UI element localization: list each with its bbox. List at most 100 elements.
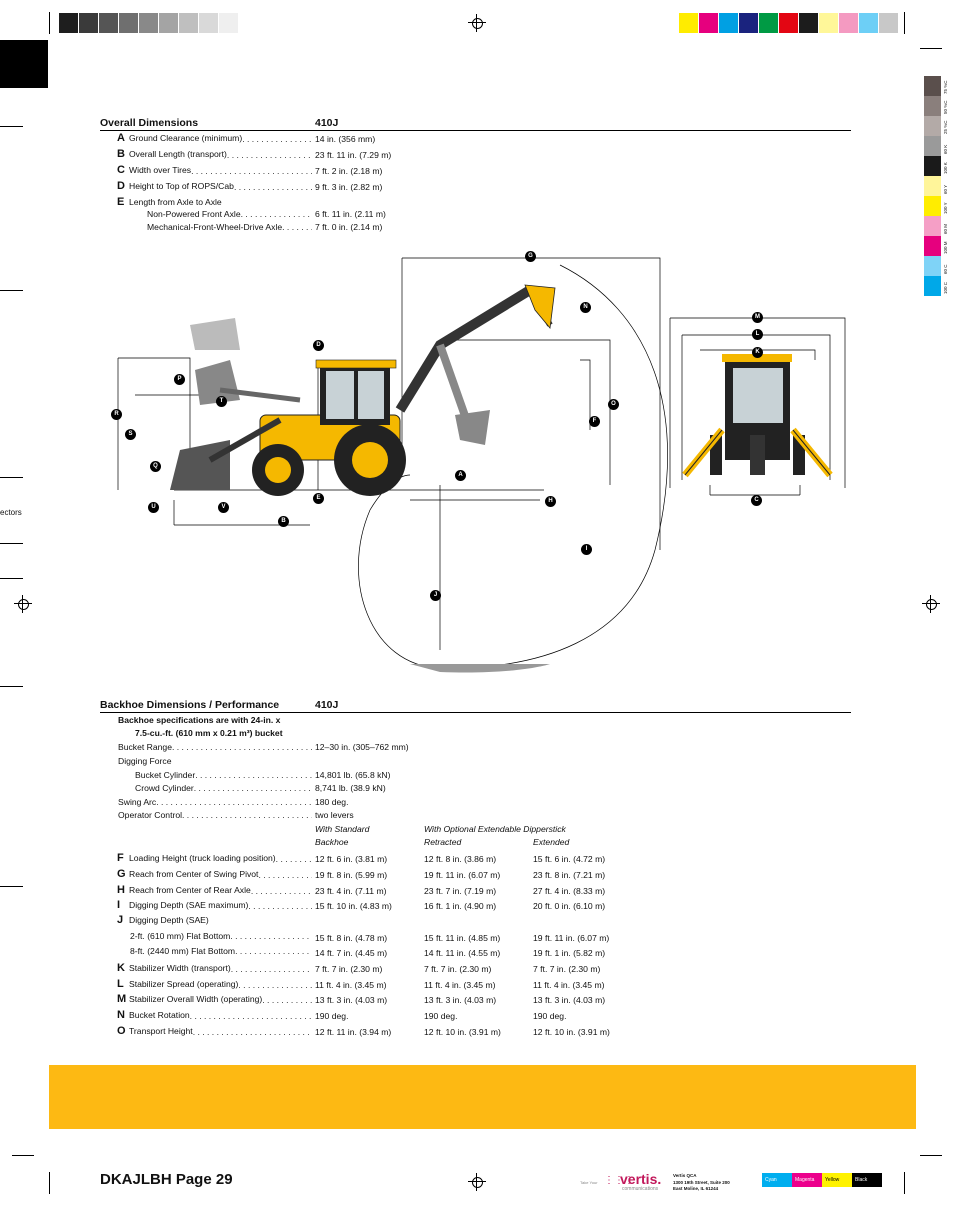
side-swatch-label: 100 C xyxy=(943,281,948,294)
color-swatch xyxy=(779,13,799,33)
crop-mark xyxy=(0,126,23,127)
overall-letter: D xyxy=(117,180,125,192)
dot-leader: . . . . . . . . . . . . . . . xyxy=(248,901,313,911)
gray-swatch xyxy=(239,13,259,33)
registration-mark-icon xyxy=(922,595,940,613)
grayscale-bar xyxy=(59,13,259,33)
dot-leader: . . . . . . . . . . . . xyxy=(262,995,313,1005)
vertis-brand: vertis. xyxy=(620,1171,662,1187)
side-swatch-label: 25 %C xyxy=(943,120,948,134)
overall-label: Length from Axle to Axle xyxy=(129,197,222,207)
backhoe-ext-value: 19 ft. 1 in. (5.82 m) xyxy=(533,948,606,958)
gray-swatch xyxy=(59,13,79,33)
backhoe-ext-value: 27 ft. 4 in. (8.33 m) xyxy=(533,886,606,896)
backhoe-ext-value: 20 ft. 0 in. (6.10 m) xyxy=(533,901,606,911)
operator-control-label: Operator Control . . . . . . . . . . . .… xyxy=(118,810,313,820)
swatch-magenta: Magenta xyxy=(792,1173,822,1187)
side-swatch xyxy=(924,116,941,136)
header-retracted: Retracted xyxy=(424,837,462,847)
backhoe-label: Stabilizer Width (transport) xyxy=(129,963,231,973)
yellow-band xyxy=(49,1065,916,1129)
diagram-label-i: I xyxy=(581,544,592,555)
bucket-cylinder-value: 14,801 lb. (65.8 kN) xyxy=(315,770,391,780)
diagram-label-d: D xyxy=(313,340,324,351)
side-swatch-label: 100 K xyxy=(943,162,948,174)
backhoe-ext-value: 190 deg. xyxy=(533,1011,567,1021)
header-optional: With Optional Extendable Dipperstick xyxy=(424,824,566,834)
color-swatch xyxy=(799,13,819,33)
crop-mark xyxy=(0,578,23,579)
backhoe-ret-value: 13 ft. 3 in. (4.03 m) xyxy=(424,995,497,1005)
diagram-label-l: L xyxy=(752,329,763,340)
color-swatch xyxy=(719,13,739,33)
overall-value: 14 in. (356 mm) xyxy=(315,134,376,144)
side-swatch xyxy=(924,156,941,176)
backhoe-ret-value: 190 deg. xyxy=(424,1011,458,1021)
gray-swatch xyxy=(159,13,179,33)
diagram-label-m: M xyxy=(752,312,763,323)
crop-mark xyxy=(0,886,23,887)
backhoe-std-value: 19 ft. 8 in. (5.99 m) xyxy=(315,870,388,880)
registration-mark-icon xyxy=(468,1173,486,1191)
backhoe-std-value: 15 ft. 8 in. (4.78 m) xyxy=(315,933,388,943)
operator-control-value: two levers xyxy=(315,810,354,820)
crop-mark xyxy=(920,1155,942,1156)
gray-swatch xyxy=(199,13,219,33)
dot-leader: . . . . . . . . . . . . . . . . xyxy=(242,134,313,144)
crowd-cylinder-value: 8,741 lb. (38.9 kN) xyxy=(315,783,386,793)
side-swatch-label: 100 M xyxy=(943,241,948,254)
backhoe-title: Backhoe Dimensions / Performance xyxy=(100,699,280,711)
bucket-range-value: 12–30 in. (305–762 mm) xyxy=(315,742,409,752)
backhoe-row: J Digging Depth (SAE) xyxy=(117,914,209,926)
digging-force-label: Digging Force xyxy=(118,756,172,766)
page-label: DKAJLBH Page 29 xyxy=(100,1171,233,1188)
diagram-label-t: T xyxy=(216,396,227,407)
overall-model: 410J xyxy=(315,117,339,129)
backhoe-label: Stabilizer Overall Width (operating) xyxy=(129,994,263,1004)
crop-mark xyxy=(0,290,23,291)
gray-swatch xyxy=(139,13,159,33)
color-swatch xyxy=(859,13,879,33)
backhoe-label: Digging Depth (SAE maximum) xyxy=(129,900,249,910)
side-swatch-label: 60 Y xyxy=(943,184,948,194)
backhoe-rule xyxy=(100,712,851,713)
backhoe-std-value: 11 ft. 4 in. (3.45 m) xyxy=(315,980,387,990)
address-line-3: East Moline, IL 61244 xyxy=(673,1186,719,1191)
section-tab xyxy=(0,40,48,88)
diagram-label-q: Q xyxy=(150,461,161,472)
backhoe-letter: J xyxy=(117,914,124,926)
crop-mark xyxy=(904,1172,905,1194)
crop-mark xyxy=(49,12,50,34)
crop-mark xyxy=(920,48,942,49)
backhoe-std-value: 12 ft. 6 in. (3.81 m) xyxy=(315,854,388,864)
swatch-yellow: Yellow xyxy=(822,1173,852,1187)
backhoe-label: Digging Depth (SAE) xyxy=(129,915,209,925)
overall-letter: C xyxy=(117,164,125,176)
backhoe-ext-value: 7 ft. 7 in. (2.30 m) xyxy=(533,964,601,974)
crowd-cylinder-label: Crowd Cylinder . . . . . . . . . . . . .… xyxy=(135,783,312,793)
gray-swatch xyxy=(99,13,119,33)
backhoe-letter: O xyxy=(117,1025,126,1037)
dot-leader: . . . . . . . . . . . . . . . . . . . xyxy=(226,150,312,160)
dot-leader: . . . . . . . . . . . . . . . . . . . xyxy=(230,931,313,941)
overall-label: Ground Clearance (minimum) xyxy=(129,133,243,143)
overall-title: Overall Dimensions xyxy=(100,117,199,129)
dot-leader: . . . . . . . . . . . . . . . . . xyxy=(238,980,313,990)
backhoe-diagram xyxy=(117,257,846,673)
overall-value: 7 ft. 2 in. (2.18 m) xyxy=(315,166,383,176)
crop-mark xyxy=(49,1172,50,1194)
side-swatch xyxy=(924,76,941,96)
side-swatch-label: 60 M xyxy=(943,223,948,234)
diagram-label-j: J xyxy=(430,590,441,601)
diagram-label-v: V xyxy=(218,502,229,513)
side-swatch-label: 60 K xyxy=(943,144,948,154)
backhoe-std-value: 23 ft. 4 in. (7.11 m) xyxy=(315,886,387,896)
overall-label: Width over Tires xyxy=(129,165,192,175)
vertis-tagline: Take Your xyxy=(580,1180,598,1185)
backhoe-label: Reach from Center of Swing Pivot xyxy=(129,869,259,879)
backhoe-ext-value: 13 ft. 3 in. (4.03 m) xyxy=(533,995,606,1005)
